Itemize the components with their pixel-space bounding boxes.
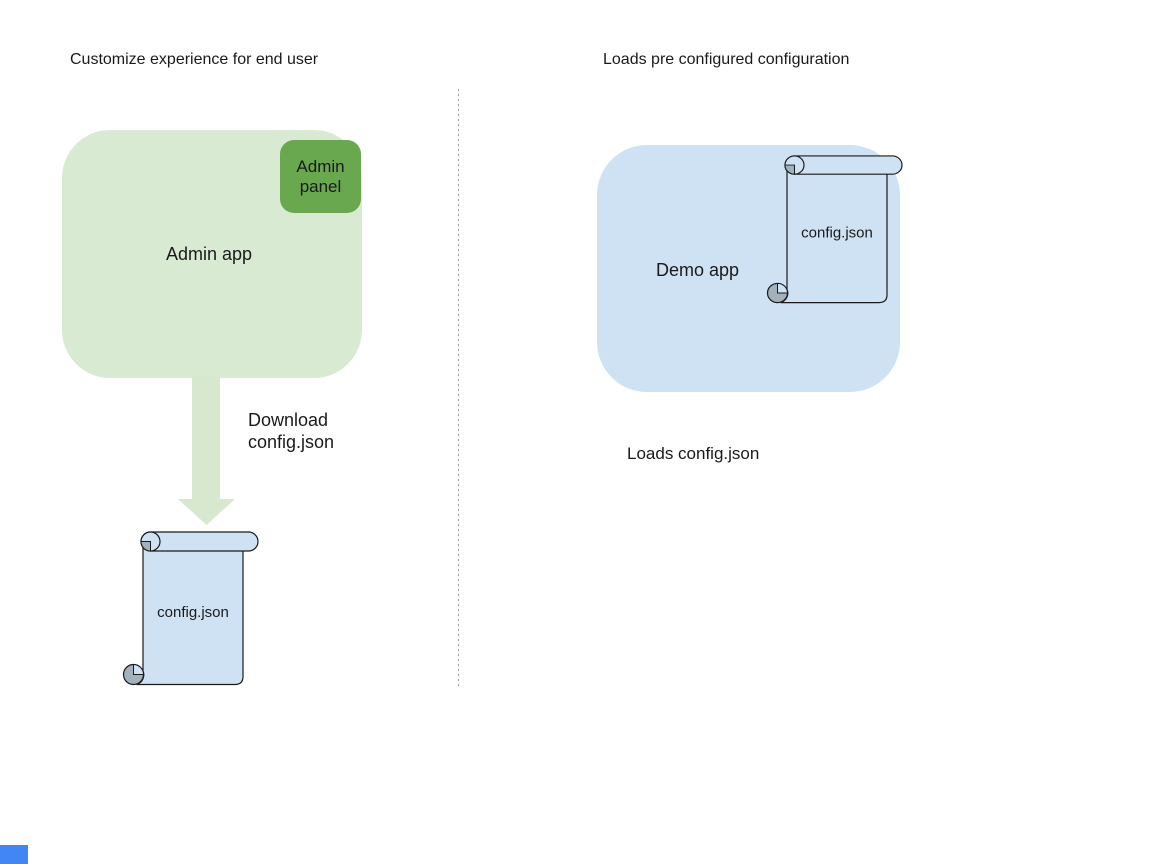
config-json-scroll-right: config.json: [766, 155, 903, 304]
corner-artifact-square: [0, 845, 28, 864]
right-section-title: Loads pre configured configuration: [603, 51, 850, 68]
download-config-label: Download config.json: [248, 409, 334, 453]
left-section-title: Customize experience for end user: [70, 51, 319, 68]
loads-config-caption: Loads config.json: [627, 444, 760, 463]
scroll-top-curl-shade: [140, 541, 151, 552]
download-arrow-icon: [178, 376, 235, 525]
config-json-label-left: config.json: [157, 604, 229, 621]
demo-app-label: Demo app: [656, 260, 740, 280]
download-config-label-line2: config.json: [248, 432, 335, 452]
scroll-bottom-curl-notch: [777, 282, 789, 294]
admin-app-label: Admin app: [166, 244, 253, 264]
admin-panel-label: Admin panel: [296, 156, 345, 196]
scroll-bottom-curl-notch: [133, 663, 145, 675]
config-json-label-right: config.json: [801, 226, 873, 242]
admin-panel-box: Admin panel: [280, 140, 361, 213]
section-divider-dotted-line: [458, 89, 459, 687]
scroll-top-curl-shade: [784, 164, 795, 175]
download-config-label-line1: Download: [248, 410, 329, 430]
config-json-scroll-left: config.json: [122, 531, 259, 686]
